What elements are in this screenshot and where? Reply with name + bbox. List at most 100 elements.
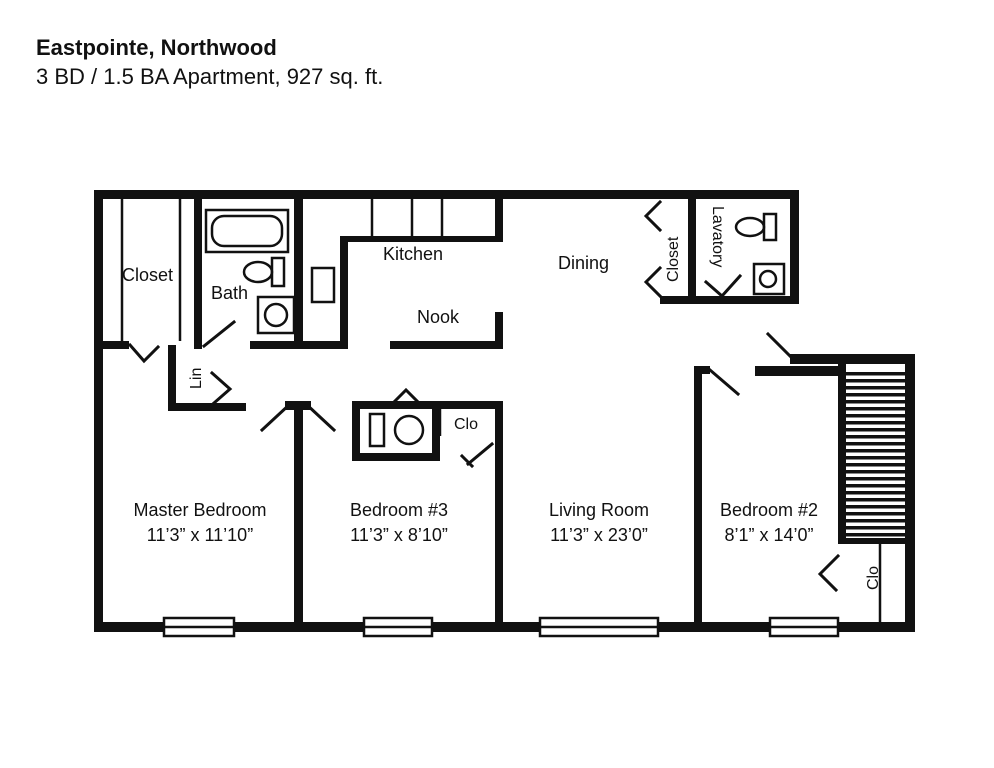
wall-master-bed3 (294, 401, 303, 627)
wall-kitchen-counter (340, 236, 502, 242)
wall-stair-top (755, 366, 845, 376)
label-master-name: Master Bedroom (133, 500, 266, 520)
wall-bed3-closet-left (352, 401, 360, 461)
master-closet-shelves (120, 199, 182, 341)
label-nook: Nook (417, 307, 460, 327)
wall-kitchen-right (495, 199, 503, 242)
wall-linen-bottom (168, 403, 246, 411)
door-bath (201, 319, 237, 349)
wall-top (94, 190, 798, 199)
window-bed3 (362, 616, 434, 638)
door-bed2-closet (817, 553, 841, 593)
label-living-size: 11’3” x 23’0” (550, 525, 648, 545)
interior-walls (103, 199, 915, 627)
stair-tread (846, 407, 905, 411)
lav-sink-icon (752, 262, 786, 296)
wall-bath-kitchen (294, 199, 303, 349)
label-master-size: 11’3” x 11’10” (147, 525, 253, 545)
door-closet-lower (643, 265, 663, 299)
window-bed2 (768, 616, 840, 638)
door-lavatory (703, 273, 743, 299)
wall-left (94, 190, 103, 632)
stair-tread (846, 477, 905, 481)
stair-tread (846, 484, 905, 488)
door-linen (209, 370, 233, 406)
label-bed2-size: 8’1” x 14’0” (724, 525, 813, 545)
lav-toilet-icon (734, 212, 778, 242)
label-living-name: Living Room (549, 500, 649, 520)
door-bed3-closet (465, 441, 495, 467)
window-master (162, 616, 236, 638)
stair-tread (846, 533, 905, 537)
stair-tread (846, 400, 905, 404)
stair-tread (846, 442, 905, 446)
label-bed2-name: Bedroom #2 (720, 500, 818, 520)
label-dining: Dining (558, 253, 609, 273)
label-clo-bed2: Clo (865, 566, 882, 590)
stairs (846, 372, 905, 537)
door-swings (127, 199, 841, 593)
door-bed3-closet-top (389, 387, 423, 407)
stair-tread (846, 449, 905, 453)
stair-tread (846, 519, 905, 523)
wall-right-lower (905, 354, 915, 632)
wall-stair-cap (790, 354, 915, 364)
outer-walls (94, 190, 915, 632)
sink-icon (256, 295, 296, 335)
stair-tread (846, 421, 905, 425)
wall-bottom (94, 622, 914, 632)
stair-tread (846, 435, 905, 439)
plan-header: Eastpointe, Northwood 3 BD / 1.5 BA Apar… (36, 34, 383, 92)
wall-linen-left (168, 345, 176, 411)
label-bed3-name: Bedroom #3 (350, 500, 448, 520)
stair-tread (846, 372, 905, 376)
wall-bed3-closet-right (432, 409, 440, 461)
door-closet-upper (643, 199, 663, 233)
stair-tread (846, 456, 905, 460)
wall-stair-left (838, 354, 846, 540)
stair-tread (846, 463, 905, 467)
stair-tread (846, 505, 905, 509)
room-labels: Closet Bath Lin Kitchen Nook Dining Clos… (122, 206, 882, 590)
label-closet-main: Closet (122, 265, 173, 285)
stair-tread (846, 526, 905, 530)
door-master-closet (127, 342, 161, 364)
wall-closet-small-bottom (660, 296, 696, 304)
stove-icon (310, 266, 336, 304)
wall-right-upper (790, 190, 799, 304)
wall-closet-bottom (103, 341, 129, 349)
wall-bed3-living (495, 401, 503, 627)
label-bed3-size: 11’3” x 8’10” (350, 525, 448, 545)
stair-tread (846, 393, 905, 397)
wall-master-bed3-cap (285, 401, 311, 410)
wall-kitchen-left (340, 238, 348, 349)
toilet-icon (242, 256, 286, 288)
label-linen: Lin (188, 368, 205, 389)
stair-tread (846, 498, 905, 502)
stair-tread (846, 386, 905, 390)
bathtub-icon (204, 208, 290, 254)
window-living (538, 616, 660, 638)
wall-nook-end (495, 312, 503, 349)
wall-bath-bottom (250, 341, 342, 349)
label-clo-bed3: Clo (454, 416, 478, 433)
kitchen-cabinets (370, 199, 444, 238)
label-bath: Bath (211, 283, 248, 303)
wall-closet-bath (194, 199, 202, 349)
wall-closet-lav (688, 199, 696, 304)
stair-tread (846, 512, 905, 516)
door-bed3 (303, 401, 337, 433)
water-heater-icon (368, 412, 425, 448)
door-entry (765, 331, 795, 361)
stair-tread (846, 470, 905, 474)
wall-stair-bottom (838, 538, 915, 544)
stair-tread (846, 414, 905, 418)
wall-living-bed2 (694, 366, 702, 627)
plan-title: Eastpointe, Northwood (36, 35, 277, 60)
stair-tread (846, 491, 905, 495)
door-master (259, 401, 293, 433)
label-lavatory: Lavatory (709, 206, 726, 267)
stair-tread (846, 428, 905, 432)
label-closet-small: Closet (665, 236, 682, 282)
